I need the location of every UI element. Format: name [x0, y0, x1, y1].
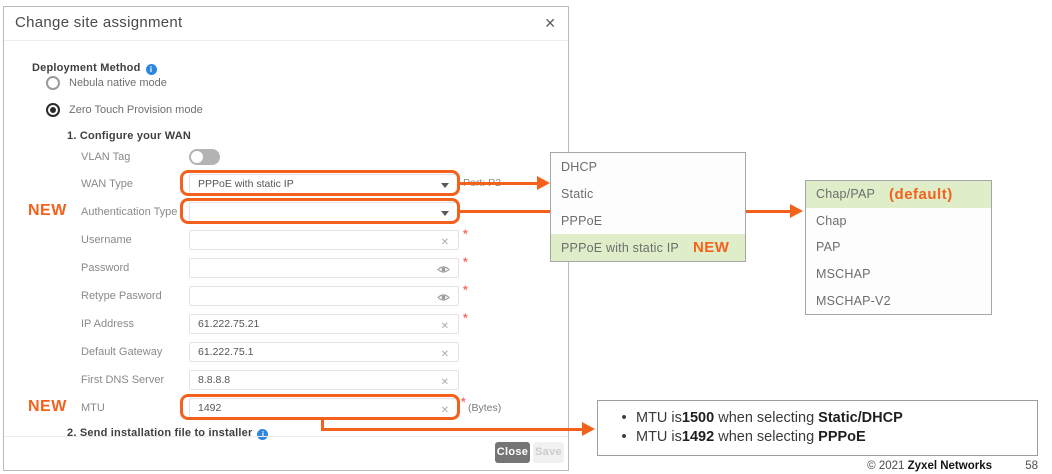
- radio-nebula-native-mode[interactable]: Nebula native mode: [46, 76, 167, 90]
- retype-password-label: Retype Pasword: [81, 290, 162, 302]
- dialog-title: Change site assignment: [15, 14, 183, 31]
- note-bullet-2: •MTU is1492 when selecting PPPoE: [621, 429, 866, 445]
- arrow-line-wan-type-to-menu: [460, 182, 538, 185]
- retype-password-input[interactable]: [189, 286, 459, 306]
- note-bullet-1: •MTU is1500 when selecting Static/DHCP: [621, 410, 903, 426]
- default-gateway-label: Default Gateway: [81, 346, 163, 358]
- arrow-head-wan-type-to-menu: [537, 176, 550, 190]
- arrow-head-auth-type-to-menu: [790, 204, 803, 218]
- required-asterisk: *: [463, 283, 468, 297]
- chevron-down-icon: [441, 211, 449, 216]
- arrow-line-auth-type-right-segment: [746, 210, 791, 213]
- arrow-line-mtu-vertical: [321, 420, 324, 430]
- highlight-outline-mtu: [180, 394, 460, 420]
- new-badge-authentication-type: NEW: [28, 202, 67, 219]
- menu-item-pppoe-with-static-ip[interactable]: PPPoE with static IP NEW: [551, 234, 745, 261]
- menu-item-mschap[interactable]: MSCHAP: [816, 267, 871, 282]
- mtu-unit-suffix: (Bytes): [468, 402, 502, 414]
- required-asterisk: *: [463, 311, 468, 325]
- menu-item-static[interactable]: Static: [561, 186, 594, 201]
- required-asterisk: *: [463, 255, 468, 269]
- arrow-head-mtu-to-note: [582, 422, 595, 436]
- info-icon[interactable]: i: [145, 64, 157, 75]
- eye-icon[interactable]: [437, 291, 450, 305]
- toggle-knob: [191, 151, 203, 163]
- new-badge-menu: NEW: [692, 239, 730, 256]
- dialog-header: Change site assignment ✕: [4, 7, 568, 41]
- menu-item-dhcp[interactable]: DHCP: [561, 159, 598, 174]
- copyright-text: © 2021 Zyxel Networks: [867, 460, 992, 472]
- password-label: Password: [81, 262, 130, 274]
- highlight-outline-authentication-type: [180, 198, 460, 224]
- new-badge-mtu: NEW: [28, 398, 67, 415]
- default-gateway-input[interactable]: 61.222.75.1 ✕: [189, 342, 459, 362]
- first-dns-server-label: First DNS Server: [81, 374, 165, 386]
- radio-unselected-icon[interactable]: [46, 76, 60, 90]
- info-icon[interactable]: i: [257, 429, 269, 440]
- clear-icon[interactable]: ✕: [440, 321, 449, 332]
- required-asterisk: *: [463, 227, 468, 241]
- close-icon[interactable]: ✕: [544, 15, 556, 31]
- eye-icon[interactable]: [437, 263, 450, 277]
- authentication-type-label: Authentication Type: [81, 206, 178, 218]
- menu-item-chap[interactable]: Chap: [816, 213, 847, 228]
- highlight-outline-wan-type: [180, 170, 460, 196]
- vlan-tag-label: VLAN Tag: [81, 151, 131, 163]
- section-configure-wan: 1. Configure your WAN: [67, 130, 191, 142]
- mtu-label: MTU: [81, 402, 105, 414]
- save-button-disabled[interactable]: Save: [533, 442, 564, 463]
- auth-type-dropdown-menu: Chap/PAP (default) Chap PAP MSCHAP MSCHA…: [805, 180, 992, 315]
- page-number: 58: [1025, 460, 1038, 472]
- vlan-tag-toggle[interactable]: [189, 149, 220, 165]
- clear-icon[interactable]: ✕: [440, 377, 449, 388]
- clear-icon[interactable]: ✕: [440, 405, 449, 416]
- password-input[interactable]: [189, 258, 459, 278]
- ip-address-label: IP Address: [81, 318, 134, 330]
- menu-item-pap[interactable]: PAP: [816, 240, 841, 255]
- change-site-assignment-dialog: Change site assignment ✕ Deployment Meth…: [3, 6, 569, 471]
- username-label: Username: [81, 234, 132, 246]
- ip-address-input[interactable]: 61.222.75.21 ✕: [189, 314, 459, 334]
- default-badge: (default): [889, 185, 953, 203]
- first-dns-server-input[interactable]: 8.8.8.8 ✕: [189, 370, 459, 390]
- menu-item-mschap-v2[interactable]: MSCHAP-V2: [816, 293, 891, 308]
- arrow-line-auth-type-left-segment: [460, 210, 550, 213]
- menu-item-chap-pap[interactable]: Chap/PAP (default): [806, 181, 991, 208]
- clear-icon[interactable]: ✕: [440, 349, 449, 360]
- radio-zero-touch-provision-mode[interactable]: Zero Touch Provision mode: [46, 103, 203, 117]
- arrow-line-mtu-horizontal: [321, 428, 583, 431]
- dialog-footer: Close Save: [4, 436, 568, 470]
- username-input[interactable]: ✕: [189, 230, 459, 250]
- mtu-note-box: •MTU is1500 when selecting Static/DHCP •…: [597, 400, 1038, 456]
- close-button[interactable]: Close: [495, 442, 530, 463]
- menu-item-pppoe[interactable]: PPPoE: [561, 213, 603, 228]
- chevron-down-icon: [441, 183, 449, 188]
- wan-type-dropdown-menu: DHCP Static PPPoE PPPoE with static IP N…: [550, 152, 746, 262]
- wan-type-label: WAN Type: [81, 178, 133, 190]
- radio-selected-icon[interactable]: [46, 103, 60, 117]
- required-asterisk: *: [461, 395, 466, 409]
- clear-icon[interactable]: ✕: [440, 237, 449, 248]
